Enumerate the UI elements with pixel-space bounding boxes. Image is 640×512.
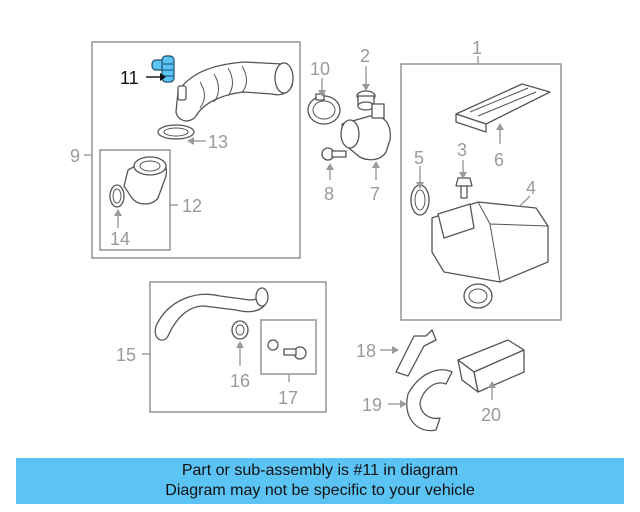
grommet-16 (231, 320, 249, 340)
seal-5 (410, 184, 430, 216)
banner-line-1: Part or sub-assembly is #11 in diagram (181, 462, 459, 479)
banner-line-2: Diagram may not be specific to your vehi… (165, 482, 475, 499)
duct-15 (154, 287, 269, 341)
seal-14 (109, 184, 125, 208)
hose-clamp-part-11 (151, 55, 175, 83)
group-frame-15 (149, 281, 327, 413)
callout-11: 11 (120, 68, 139, 88)
throttle-adapter-12 (123, 156, 168, 205)
callout-11-leader (146, 73, 166, 81)
resonator-20 (457, 339, 525, 393)
callout-4: 4 (526, 178, 536, 198)
group-frame-9 (91, 41, 301, 259)
callout-17: 17 (278, 388, 298, 408)
callout-3: 3 (457, 140, 467, 160)
intake-hose (175, 61, 294, 122)
screw-8 (321, 147, 347, 161)
air-cleaner-housing-4 (431, 201, 549, 309)
info-banner: Part or sub-assembly is #11 in diagram D… (16, 458, 624, 504)
callout-8: 8 (324, 184, 334, 204)
callout-12: 12 (182, 196, 202, 216)
clamp-10 (307, 93, 341, 125)
callout-1: 1 (472, 38, 482, 58)
fasteners-17 (267, 339, 307, 360)
parts-diagram: 1 2 3 4 5 6 7 8 9 10 11 12 13 14 15 16 1… (70, 38, 562, 432)
callout-7: 7 (370, 184, 380, 204)
callout-9: 9 (70, 146, 80, 166)
group-frame-12 (99, 149, 171, 251)
bolt-3 (455, 177, 473, 199)
mass-air-flow-sensor-7 (340, 103, 391, 161)
gasket-13 (157, 124, 195, 140)
callout-15: 15 (116, 345, 136, 365)
callout-19: 19 (362, 395, 382, 415)
callout-20: 20 (481, 405, 501, 425)
hose-19 (406, 369, 453, 432)
callout-2: 2 (360, 46, 370, 66)
callout-16: 16 (230, 371, 250, 391)
callout-10: 10 (310, 59, 330, 79)
group-frame-1 (400, 63, 562, 321)
callout-14: 14 (110, 229, 130, 249)
callout-18: 18 (356, 341, 376, 361)
hose-18 (395, 329, 437, 377)
callout-5: 5 (414, 148, 424, 168)
callout-13: 13 (208, 132, 228, 152)
cover-6 (455, 83, 551, 133)
callout-6: 6 (494, 150, 504, 170)
